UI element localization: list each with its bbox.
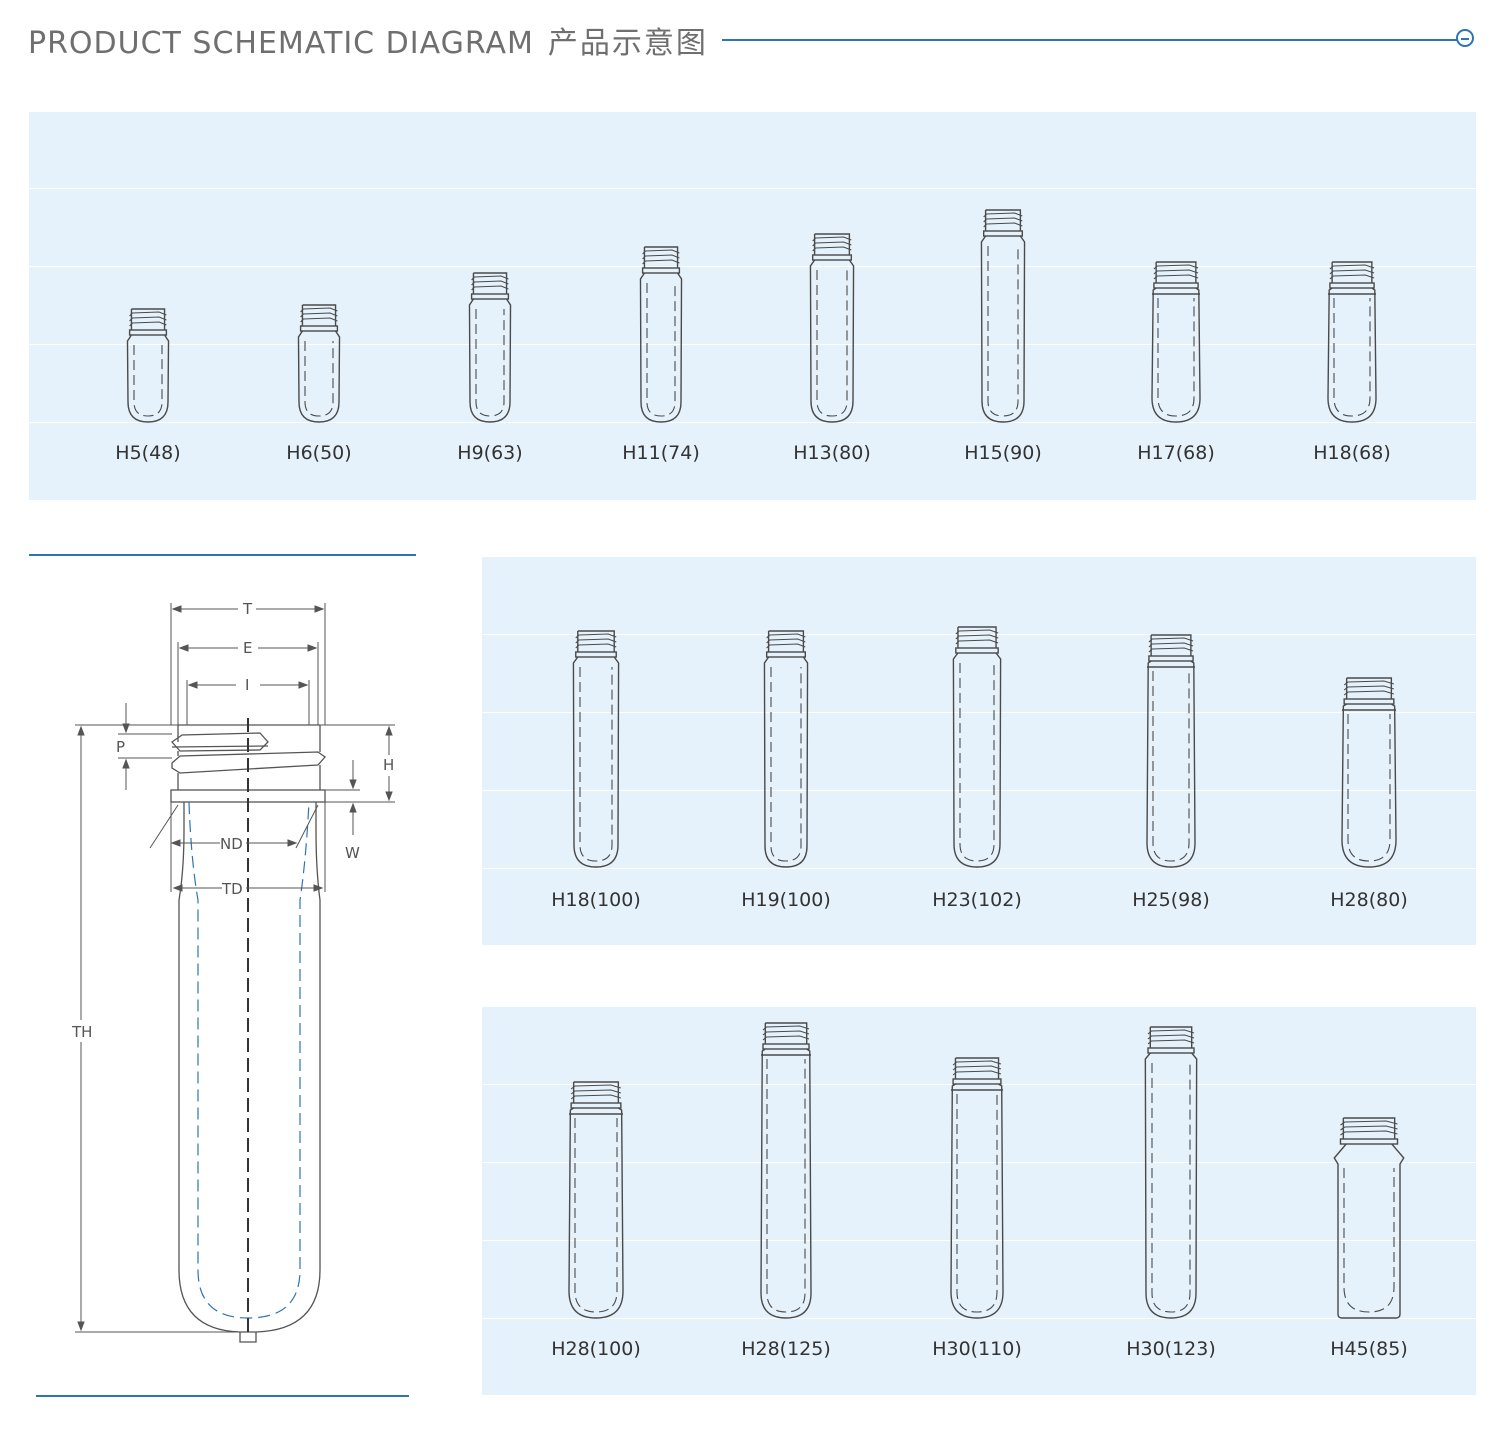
preform-label: H6(50) xyxy=(286,442,352,464)
preform-schematic-svg: T E I P H ND TD W TH xyxy=(71,600,395,1343)
grid-line xyxy=(482,634,1476,635)
grid-line xyxy=(29,344,1476,345)
grid-line xyxy=(482,790,1476,791)
preform-drawing xyxy=(980,209,1026,423)
preform-drawing xyxy=(1333,1117,1405,1319)
grid-line xyxy=(29,266,1476,267)
dim-label-td: TD xyxy=(221,880,243,898)
preform-item xyxy=(292,304,346,428)
preform-drawing xyxy=(468,272,512,423)
preform-drawing xyxy=(568,1081,624,1319)
header-end-circle-icon xyxy=(1456,29,1474,47)
preform-item xyxy=(754,1022,818,1324)
grid-line xyxy=(482,868,1476,869)
preform-item xyxy=(1140,634,1202,873)
dim-label-e: E xyxy=(243,639,252,657)
schematic-top-rule xyxy=(29,554,416,556)
preform-label: H15(90) xyxy=(964,442,1042,464)
preform-label: H28(80) xyxy=(1330,889,1408,911)
preform-drawing xyxy=(809,233,855,423)
preform-drawing xyxy=(126,308,170,423)
preform-item xyxy=(804,233,860,428)
preform-label: H18(68) xyxy=(1313,442,1391,464)
preform-label: H19(100) xyxy=(741,889,831,911)
preform-item xyxy=(567,630,625,873)
preform-item xyxy=(463,272,517,428)
preform-label: H25(98) xyxy=(1132,889,1210,911)
preform-drawing xyxy=(1341,677,1397,868)
dim-label-t: T xyxy=(242,600,253,618)
preform-label: H9(63) xyxy=(457,442,523,464)
dim-label-h: H xyxy=(383,756,394,774)
preform-label: H13(80) xyxy=(793,442,871,464)
grid-line xyxy=(482,712,1476,713)
preform-drawing xyxy=(1146,634,1196,868)
dim-label-i: I xyxy=(245,676,249,694)
preform-label: H45(85) xyxy=(1330,1338,1408,1360)
preform-drawing xyxy=(760,1022,812,1319)
grid-line xyxy=(29,188,1476,189)
preform-label: H30(110) xyxy=(932,1338,1022,1360)
preform-schematic: T E I P H ND TD W TH xyxy=(0,560,440,1364)
grid-line xyxy=(482,1240,1476,1241)
preform-drawing xyxy=(1151,261,1201,423)
preform-label: H28(125) xyxy=(741,1338,831,1360)
preform-drawing xyxy=(952,626,1002,868)
dim-label-p: P xyxy=(116,738,125,756)
dim-label-th: TH xyxy=(71,1023,92,1041)
preform-item xyxy=(634,246,688,428)
preform-label: H17(68) xyxy=(1137,442,1215,464)
preform-label: H28(100) xyxy=(551,1338,641,1360)
preform-drawing xyxy=(572,630,620,868)
preform-label: H11(74) xyxy=(622,442,700,464)
preform-drawing xyxy=(763,630,809,868)
preform-label: H5(48) xyxy=(115,442,181,464)
preform-drawing xyxy=(639,246,683,423)
preform-label: H30(123) xyxy=(1126,1338,1216,1360)
preform-label: H23(102) xyxy=(932,889,1022,911)
preform-item xyxy=(562,1081,630,1324)
preform-item xyxy=(1321,261,1383,428)
page-header: PRODUCT SCHEMATIC DIAGRAM 产品示意图 xyxy=(28,18,708,62)
preform-drawing xyxy=(1144,1026,1198,1319)
preform-drawing xyxy=(297,304,341,423)
preform-item xyxy=(1331,1117,1407,1324)
panel-middle xyxy=(482,557,1476,945)
preform-drawing xyxy=(950,1057,1004,1319)
panel-top xyxy=(29,112,1476,500)
preform-item xyxy=(944,1057,1010,1324)
grid-line xyxy=(482,1162,1476,1163)
header-rule xyxy=(722,39,1458,41)
schematic-bottom-rule xyxy=(36,1395,409,1397)
page-title: PRODUCT SCHEMATIC DIAGRAM 产品示意图 xyxy=(28,18,708,62)
grid-line xyxy=(29,422,1476,423)
dim-label-nd: ND xyxy=(220,835,243,853)
preform-item xyxy=(1335,677,1403,873)
page-title-cn: 产品示意图 xyxy=(547,26,708,61)
preform-drawing xyxy=(1327,261,1377,423)
preform-item xyxy=(1145,261,1207,428)
preform-item xyxy=(975,209,1031,428)
preform-item xyxy=(121,308,175,428)
preform-label: H18(100) xyxy=(551,889,641,911)
preform-item xyxy=(1139,1026,1203,1324)
preform-item xyxy=(947,626,1007,873)
dimension-lines xyxy=(75,603,395,1333)
preform-item xyxy=(758,630,814,873)
page-title-en: PRODUCT SCHEMATIC DIAGRAM xyxy=(28,26,534,61)
dim-label-w: W xyxy=(345,844,360,862)
